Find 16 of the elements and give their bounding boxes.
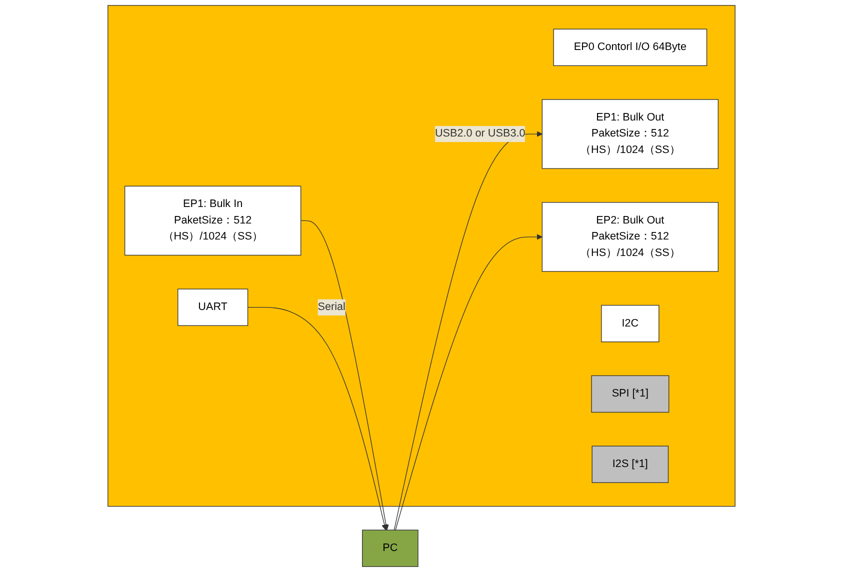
cluster — [108, 5, 736, 507]
arrow — [394, 131, 542, 530]
arrow — [300, 220, 389, 530]
node-box: UART — [178, 288, 248, 326]
node-box: EP0 Contorl I/O 64Byte — [553, 28, 708, 66]
node-box: I2C — [601, 304, 660, 342]
node-box: EP2: Bulk Out PaketSize：512（HS）/1024（SS） — [542, 202, 719, 272]
edge-label: USB2.0 or USB3.0 — [434, 128, 526, 140]
arrow — [395, 234, 542, 530]
node-box: I2S [*1] — [592, 446, 669, 483]
arrow — [247, 306, 388, 530]
edge-label: Serial — [318, 301, 346, 313]
node-box: PC — [362, 530, 418, 567]
node-box: EP1: Bulk In PaketSize：512（HS）/1024（SS） — [124, 186, 302, 256]
node-box: SPI [*1] — [591, 375, 670, 413]
node-box: EP1: Bulk Out PaketSize：512（HS）/1024（SS） — [542, 99, 719, 169]
